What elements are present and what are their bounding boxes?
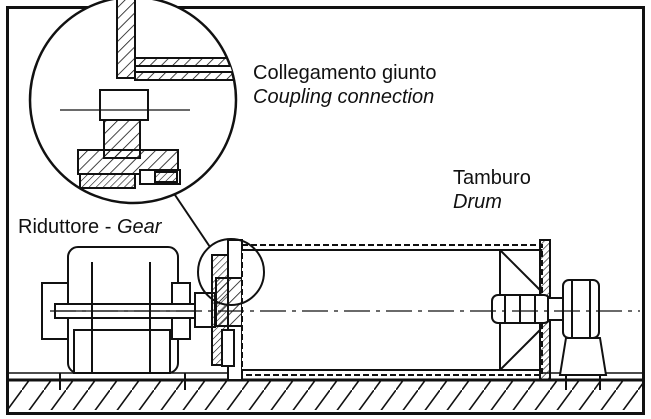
gear-label-english: Gear [116,216,162,238]
gear-label-italian: Riduttore - [18,216,117,238]
gear-reducer-housing [41,246,196,390]
coupling-label-english: Coupling connection [253,86,435,108]
coupling-detail-view [28,0,238,205]
coupling-label-italian: Collegamento giunto [253,62,437,84]
drum-label-english: Drum [453,191,502,213]
gear-label: Riduttore - Gear [18,215,162,239]
drum-label: Tamburo Drum [453,166,531,214]
drum-label-italian: Tamburo [453,167,531,189]
right-bearing [547,279,608,390]
drum-body [241,239,551,381]
detail-callout-circle [197,238,265,306]
detail-leader-line [174,194,211,248]
diagram-frame [6,6,645,415]
coupling-label: Collegamento giunto Coupling connection [253,61,437,109]
